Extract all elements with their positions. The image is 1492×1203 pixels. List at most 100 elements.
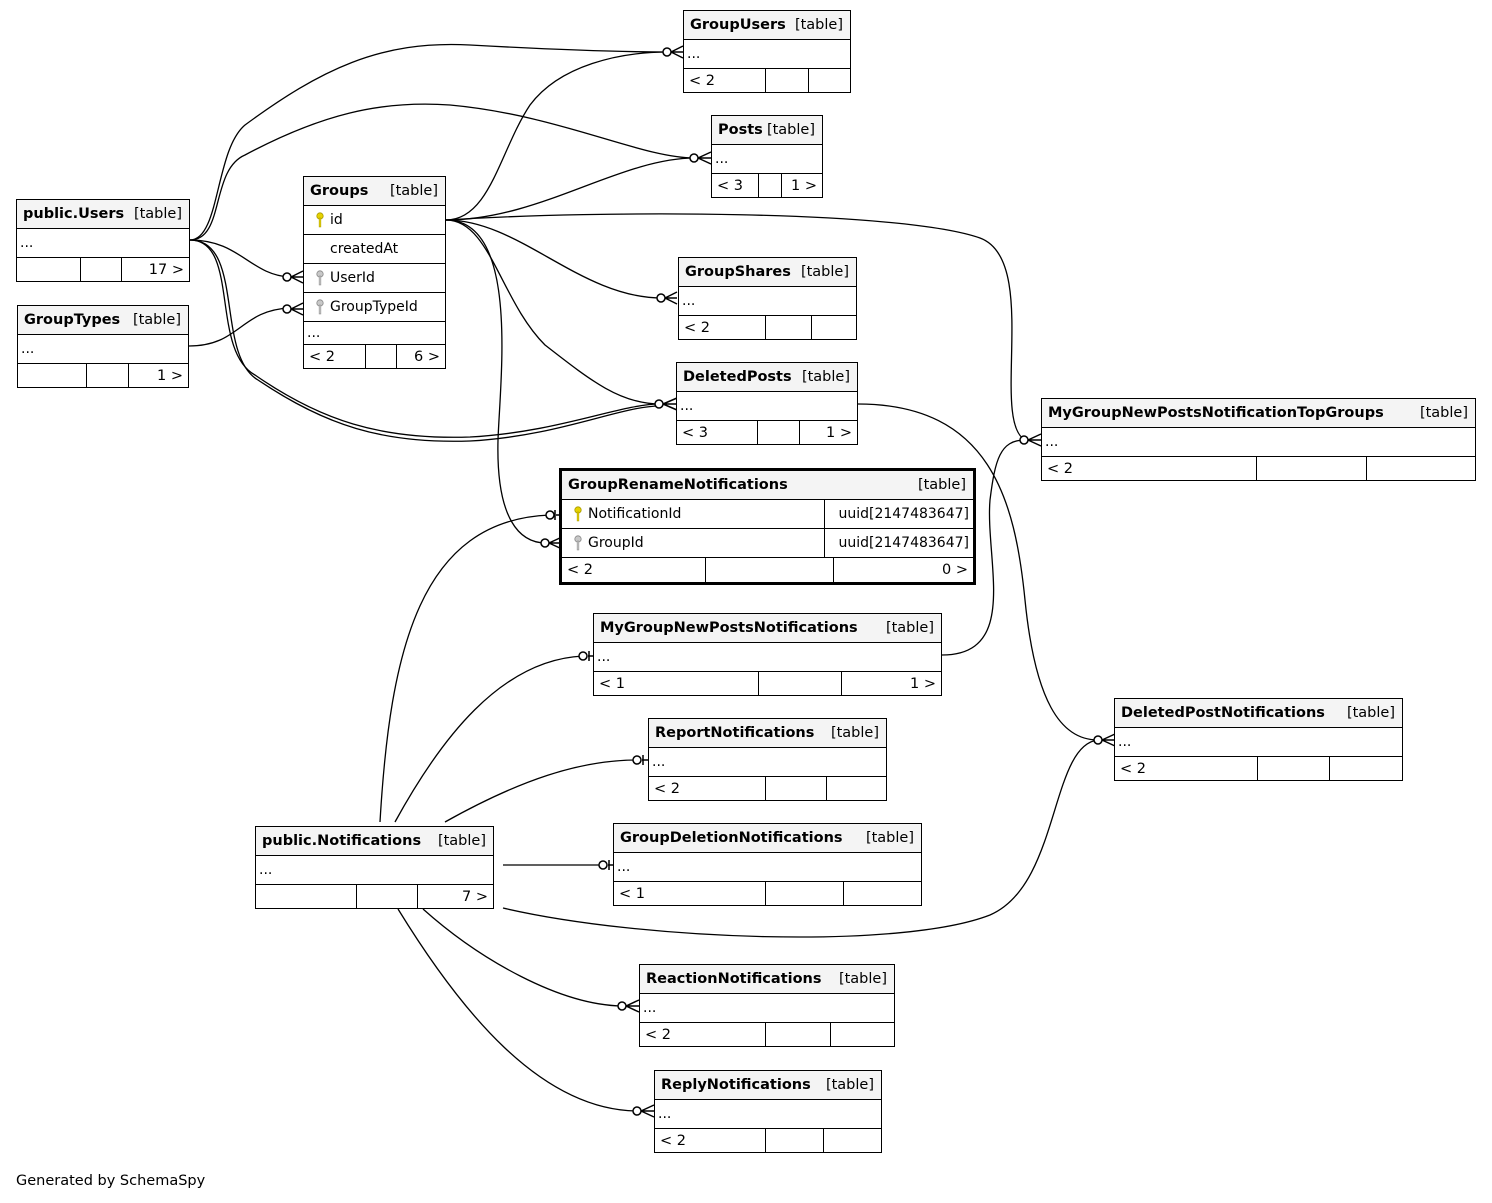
row-ellipsis: ... [1045, 434, 1059, 450]
table-deletedposts[interactable]: DeletedPosts [table] ... < 3 1 > [676, 362, 858, 445]
footer-children [1330, 757, 1402, 780]
row-ellipsis: ... [682, 293, 696, 309]
table-row: ... [649, 748, 886, 777]
table-footer: < 2 6 > [304, 345, 445, 368]
table-groupdeletionnotifications[interactable]: GroupDeletionNotifications [table] ... <… [613, 823, 922, 906]
table-type: [table] [885, 620, 934, 636]
footer-middle [1258, 757, 1330, 780]
row-ellipsis: ... [1118, 734, 1132, 750]
footer-parents: < 2 [649, 777, 766, 800]
table-footer: < 2 [1115, 757, 1402, 780]
table-footer: < 3 1 > [712, 174, 822, 197]
column-row: GroupId uuid[2147483647] [562, 529, 973, 558]
table-grouprenamenotifications[interactable]: GroupRenameNotifications [table] Notific… [559, 468, 976, 585]
row-ellipsis: ... [20, 235, 34, 251]
table-deletedpostnotifications[interactable]: DeletedPostNotifications [table] ... < 2 [1114, 698, 1403, 781]
footer-parents: < 2 [655, 1129, 766, 1152]
table-groupshares[interactable]: GroupShares [table] ... < 2 [678, 257, 857, 340]
footer-children: 1 > [910, 675, 936, 692]
relation-line [445, 213, 1026, 441]
table-type: [table] [766, 122, 815, 138]
row-ellipsis: ... [597, 649, 611, 665]
table-type: [table] [794, 17, 843, 33]
table-type: [table] [132, 312, 181, 328]
row-ellipsis: ... [687, 46, 701, 62]
table-name: GroupUsers [690, 17, 786, 33]
relation-line [188, 307, 291, 347]
row-ellipsis: ... [21, 341, 35, 357]
relation-line [857, 403, 1099, 741]
footer-parents: < 2 [304, 345, 366, 368]
footer-parents: < 3 [712, 174, 759, 197]
footer-parents: < 2 [679, 316, 766, 339]
relation-line [445, 51, 669, 221]
table-replynotifications[interactable]: ReplyNotifications [table] ... < 2 [654, 1070, 882, 1153]
relation-line [422, 908, 623, 1007]
footer-children: 0 > [942, 562, 968, 578]
footer-middle [759, 672, 842, 695]
footer-middle [357, 885, 418, 908]
footer-children [831, 1023, 894, 1046]
table-name: public.Users [23, 206, 125, 222]
relation-line [379, 514, 551, 823]
column-row: GroupTypeId [304, 293, 445, 322]
table-topgroups[interactable]: MyGroupNewPostsNotificationTopGroups [ta… [1041, 398, 1476, 481]
relation-line [445, 219, 661, 405]
footer-children [827, 777, 886, 800]
relation-line [444, 759, 638, 823]
footer-parents: < 1 [614, 882, 766, 905]
table-type: [table] [838, 971, 887, 987]
table-footer: < 2 [649, 777, 886, 800]
table-grouptypes[interactable]: GroupTypes [table] ... 1 > [17, 305, 189, 388]
footer-children: 17 > [148, 261, 184, 278]
table-name: ReportNotifications [655, 725, 815, 741]
table-groups[interactable]: Groups [table] id createdAt UserId Group… [303, 176, 446, 369]
table-header: GroupDeletionNotifications [table] [614, 824, 921, 853]
footer-middle [766, 316, 812, 339]
relation-line [445, 219, 663, 299]
table-reactionnotifications[interactable]: ReactionNotifications [table] ... < 2 [639, 964, 895, 1047]
footer-parents: < 2 [1115, 757, 1258, 780]
table-name: DeletedPostNotifications [1121, 705, 1325, 721]
footer-children: 1 > [826, 424, 852, 441]
table-reportnotifications[interactable]: ReportNotifications [table] ... < 2 [648, 718, 887, 801]
footer-parents [17, 258, 81, 281]
table-groupusers[interactable]: GroupUsers [table] ... < 2 [683, 10, 851, 93]
table-mygroupnewpostsnotifications[interactable]: MyGroupNewPostsNotifications [table] ...… [593, 613, 942, 696]
column-name: createdAt [330, 241, 399, 257]
row-ellipsis: ... [652, 754, 666, 770]
column-name: NotificationId [588, 506, 682, 522]
table-header: DeletedPostNotifications [table] [1115, 699, 1402, 728]
footer-parents: < 2 [640, 1023, 766, 1046]
table-row: ... [594, 643, 941, 672]
row-ellipsis: ... [617, 859, 631, 875]
table-name: MyGroupNewPostsNotificationTopGroups [1048, 405, 1384, 421]
table-header: GroupTypes [table] [18, 306, 188, 335]
table-name: DeletedPosts [683, 369, 792, 385]
footer-children [809, 69, 850, 92]
table-type: [table] [801, 369, 850, 385]
relation-line [502, 739, 1099, 938]
table-name: GroupTypes [24, 312, 121, 328]
table-posts[interactable]: Posts [table] ... < 3 1 > [711, 115, 823, 198]
table-header: Groups [table] [304, 177, 445, 206]
column-name: id [330, 212, 343, 228]
row-ellipsis: ... [680, 398, 694, 414]
footer-children: 1 > [791, 177, 817, 194]
table-header: GroupRenameNotifications [table] [562, 471, 973, 500]
table-type: [table] [917, 477, 966, 493]
table-row: ... [17, 229, 189, 258]
table-type: [table] [825, 1077, 874, 1093]
table-row: ... [256, 856, 493, 885]
relation-line [445, 157, 696, 221]
table-header: DeletedPosts [table] [677, 363, 857, 392]
primary-key-icon [310, 212, 330, 228]
table-header: ReportNotifications [table] [649, 719, 886, 748]
relation-line [394, 655, 584, 823]
table-row: ... [304, 322, 445, 345]
table-notifications[interactable]: public.Notifications [table] ... 7 > [255, 826, 494, 909]
table-users[interactable]: public.Users [table] ... 17 > [16, 199, 190, 282]
footer-middle [706, 558, 834, 582]
footer-parents: < 2 [1042, 457, 1257, 480]
